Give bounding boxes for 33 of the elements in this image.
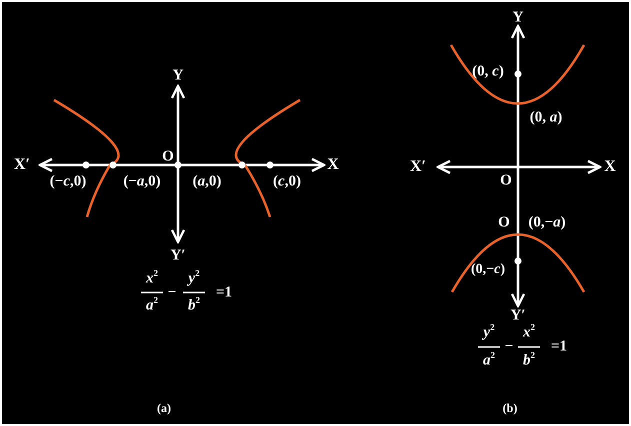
equation-term: x$^{2}$: [523, 326, 535, 340]
equation-term: y$^{2}$: [483, 326, 495, 340]
equation-term: y$^{2}$: [188, 272, 200, 286]
equation-term: −: [168, 286, 176, 300]
equation-term: x$^{2}$: [146, 272, 158, 286]
axis-label: X: [327, 157, 339, 173]
equation-term: −: [504, 340, 514, 354]
axis-label: Y′: [170, 248, 186, 264]
point-label: (−a,0): [123, 174, 161, 190]
equation-term: =1: [550, 340, 568, 354]
equation-term: b$^{2}$: [188, 298, 200, 314]
point-label: (−c,0): [50, 174, 86, 190]
equation-term: =1: [216, 286, 232, 300]
point-label: (0,−a): [528, 216, 566, 230]
equation-term: a$^{2}$: [483, 354, 495, 368]
point-label: (0, c): [472, 64, 504, 80]
point-label: (0,−c): [470, 263, 506, 277]
origin-label: O: [500, 174, 512, 188]
point-label: (0, a): [530, 110, 562, 126]
point-label: (c,0): [273, 174, 301, 190]
axis-label: X′: [410, 159, 426, 175]
axis-label: Y′: [510, 308, 526, 324]
axis-label: Y: [172, 68, 184, 84]
panel-label: (a): [157, 402, 171, 414]
axis-label: X: [604, 159, 616, 175]
origin-label: O: [498, 216, 510, 230]
equation-term: b$^{2}$: [523, 354, 535, 368]
origin-label: O: [162, 150, 174, 164]
axis-label: Y: [512, 10, 524, 26]
equation-term: a$^{2}$: [146, 298, 158, 314]
point-label: (a,0): [192, 174, 222, 190]
panel-label: (b): [502, 402, 518, 414]
axis-label: X′: [14, 157, 30, 173]
